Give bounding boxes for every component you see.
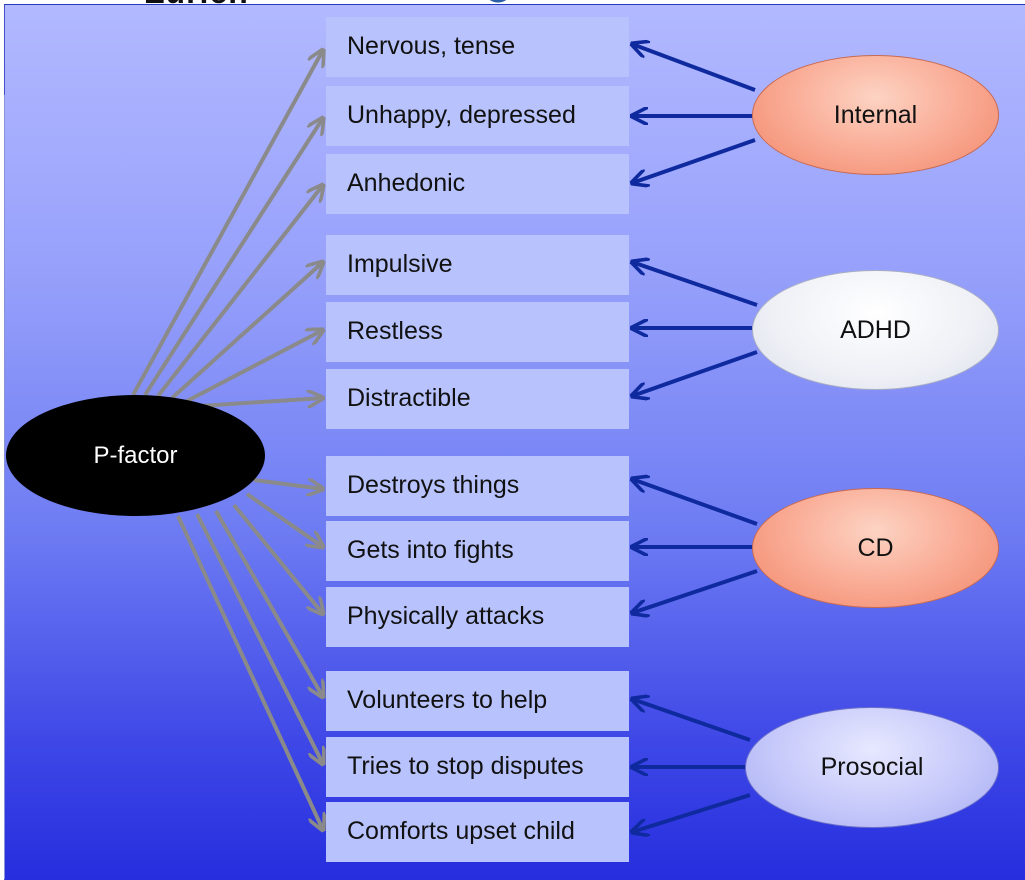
- item-label: Comforts upset child: [347, 817, 575, 845]
- item-box: Tries to stop disputes: [326, 737, 629, 797]
- p-factor-arrow: [176, 515, 323, 830]
- factor-arrow: [632, 44, 756, 92]
- item-label: Nervous, tense: [347, 32, 516, 60]
- factor-arrow: [632, 793, 751, 832]
- p-factor-arrow: [253, 480, 323, 489]
- p-factor-arrow: [143, 118, 323, 397]
- prosocial-factor-node: Prosocial: [745, 707, 999, 828]
- factor-arrow: [632, 479, 758, 526]
- p-factor-loading-arrows: [131, 50, 323, 830]
- p-factor-arrow: [245, 492, 323, 547]
- item-box: Unhappy, depressed: [326, 86, 629, 146]
- p-factor-arrow: [214, 510, 323, 697]
- item-label: Anhedonic: [347, 169, 466, 197]
- university-emblem-logo: [489, 0, 507, 3]
- internal-factor-label: Internal: [833, 100, 918, 129]
- adhd-factor-label: ADHD: [840, 315, 911, 344]
- item-box: Physically attacks: [326, 587, 629, 647]
- p-factor-node: P-factor: [6, 395, 265, 516]
- factor-arrow: [632, 569, 758, 613]
- p-factor-arrow: [195, 513, 323, 764]
- item-box: Volunteers to help: [326, 671, 629, 731]
- item-box: Restless: [326, 302, 629, 362]
- item-label: Unhappy, depressed: [347, 101, 576, 129]
- p-factor-arrow: [232, 503, 323, 614]
- item-label: Tries to stop disputes: [347, 752, 584, 780]
- item-box: Impulsive: [326, 235, 629, 295]
- p-factor-arrow: [186, 330, 323, 403]
- item-label: Volunteers to help: [347, 686, 548, 714]
- factor-arrow: [632, 699, 751, 742]
- item-box: Distractible: [326, 369, 629, 429]
- factor-arrow: [632, 138, 756, 183]
- item-box: Anhedonic: [326, 154, 629, 214]
- left-margin-line: [4, 95, 5, 879]
- item-label: Restless: [347, 317, 443, 345]
- p-factor-arrow: [170, 262, 323, 400]
- p-factor-arrow: [156, 185, 323, 398]
- item-label: Distractible: [347, 384, 471, 412]
- item-box: Nervous, tense: [326, 17, 629, 77]
- factor-arrow: [632, 350, 758, 396]
- item-box: Comforts upset child: [326, 802, 629, 862]
- cd-factor-node: CD: [752, 488, 999, 608]
- factor-arrow: [632, 262, 758, 307]
- p-factor-arrow: [199, 398, 323, 406]
- item-label: Impulsive: [347, 250, 453, 278]
- item-label: Gets into fights: [347, 536, 514, 564]
- item-label: Destroys things: [347, 471, 520, 499]
- item-box: Gets into fights: [326, 521, 629, 581]
- item-label: Physically attacks: [347, 602, 545, 630]
- left-margin: [0, 95, 4, 879]
- prosocial-factor-label: Prosocial: [820, 753, 924, 781]
- adhd-factor-node: ADHD: [752, 270, 999, 390]
- p-factor-label: P-factor: [93, 441, 178, 469]
- internal-factor-node: Internal: [752, 55, 999, 175]
- item-box: Destroys things: [326, 456, 629, 516]
- p-factor-arrow: [131, 50, 323, 396]
- cd-factor-label: CD: [857, 533, 894, 562]
- specific-factor-loading-arrows: [632, 44, 758, 832]
